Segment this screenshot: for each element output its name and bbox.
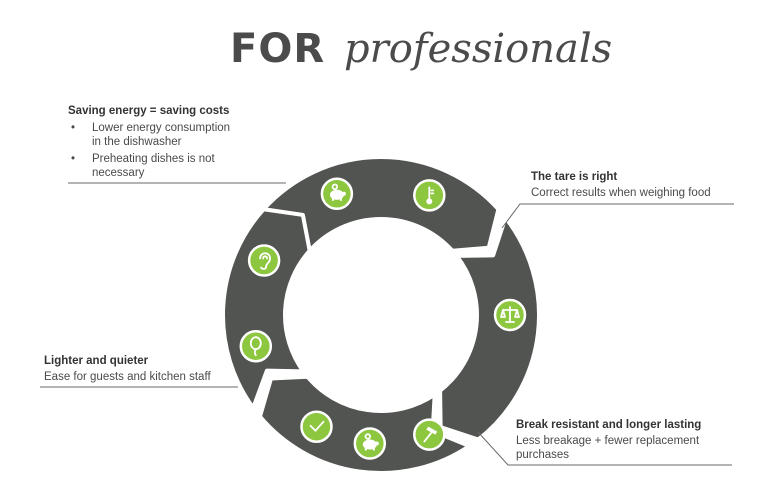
bullet-char: • [71, 122, 75, 134]
balloon-icon [239, 329, 273, 363]
ring-segment-left [221, 207, 312, 410]
page-title: FOR professionals [230, 26, 612, 72]
leader-tare [501, 203, 734, 229]
leader-break [477, 431, 732, 466]
callout-break-line2: purchases [516, 449, 569, 461]
title-script-word: professionals [344, 26, 612, 72]
icon-set [239, 177, 527, 460]
ring-segment-right [438, 215, 541, 442]
callout-energy-bullet2-line2: necessary [92, 167, 145, 179]
ear-icon [247, 244, 281, 277]
callout-energy-heading: Saving energy = saving costs [68, 105, 229, 117]
bullet-char: • [71, 153, 75, 165]
callout-break: Break resistant and longer lasting Less … [516, 419, 701, 461]
callout-lighter-line1: Ease for guests and kitchen staff [44, 371, 211, 383]
ring-segment-top [261, 155, 501, 253]
callout-lighter-heading: Lighter and quieter [44, 355, 149, 367]
callout-break-line1: Less breakage + fewer replacement [516, 435, 700, 447]
callout-energy-bullet2-line1: Preheating dishes is not [92, 153, 216, 165]
hammer-icon [413, 418, 446, 451]
piggy-bank-icon [320, 177, 354, 211]
callout-break-heading: Break resistant and longer lasting [516, 419, 701, 431]
callout-energy: Saving energy = saving costs • Lower ene… [68, 105, 230, 179]
piggy-bank-icon [353, 427, 387, 460]
callout-tare-heading: The tare is right [531, 171, 617, 183]
callout-tare-line1: Correct results when weighing food [531, 187, 711, 199]
leader-lines [40, 182, 734, 466]
callout-lighter: Lighter and quieter Ease for guests and … [44, 355, 211, 383]
check-icon [300, 410, 333, 443]
callout-energy-bullet1-line1: Lower energy consumption [92, 122, 230, 134]
thermometer-icon [413, 179, 446, 212]
icon-badge [247, 244, 281, 277]
ring-segment-bottom [257, 374, 472, 475]
icon-badge [300, 410, 333, 443]
title-bold-word: FOR [230, 26, 325, 72]
cycle-ring [221, 155, 541, 475]
callout-tare: The tare is right Correct results when w… [531, 171, 711, 199]
callout-energy-bullet1-line2: in the dishwasher [92, 136, 182, 148]
icon-badge [239, 329, 273, 363]
scale-icon [493, 298, 527, 332]
